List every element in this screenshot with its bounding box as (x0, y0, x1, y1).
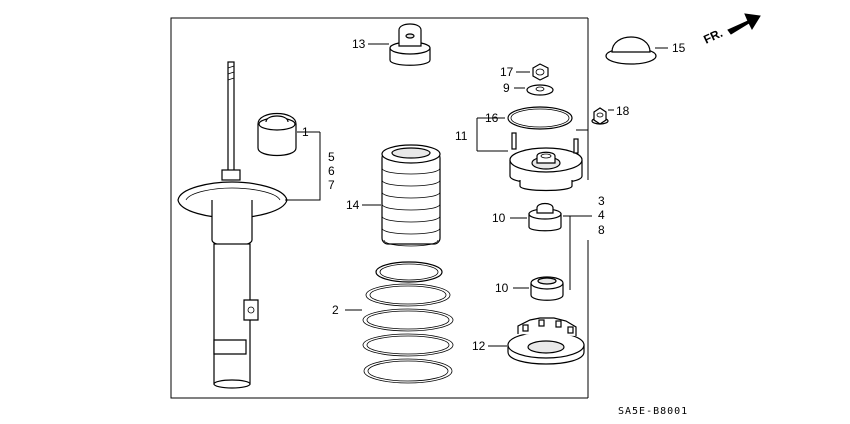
part-10-upper-bushing (528, 202, 562, 232)
leader-5-6-7-bracket (285, 132, 321, 201)
part-11-strut-mount (509, 132, 583, 192)
callout-12: 12 (472, 339, 486, 353)
part-1-bump-rubber (257, 113, 297, 157)
diagram-code: SA5E-B8001 (618, 406, 688, 417)
part-9-washer (526, 84, 554, 96)
arrow-icon (727, 13, 761, 35)
callout-15: 15 (672, 41, 686, 55)
callout-2: 2 (332, 303, 339, 317)
part-16-o-ring (507, 106, 573, 130)
front-direction-arrow: FR. (701, 13, 761, 47)
callout-10a: 10 (492, 211, 506, 225)
diagram-frame (170, 17, 588, 399)
callout-7: 7 (328, 178, 335, 192)
part-2-coil-spring (362, 261, 454, 384)
part-14-dust-boot (381, 144, 441, 247)
callout-17: 17 (500, 65, 514, 79)
callout-1: 1 (302, 125, 309, 139)
leader-3-4-8-bracket (563, 215, 571, 290)
callout-16: 16 (485, 111, 499, 125)
part-10-lower-bushing (530, 276, 564, 301)
callout-4: 4 (598, 208, 605, 222)
callout-10b: 10 (495, 281, 509, 295)
callout-5: 5 (328, 150, 335, 164)
fr-label: FR. (701, 26, 724, 47)
callout-13: 13 (352, 37, 366, 51)
callout-14: 14 (346, 198, 360, 212)
callout-6: 6 (328, 164, 335, 178)
part-15-cap (605, 36, 668, 65)
leader-18-frame (576, 122, 589, 131)
part-12-spring-seat (507, 317, 585, 365)
callout-3: 3 (598, 194, 605, 208)
callout-18: 18 (616, 104, 630, 118)
callout-8: 8 (598, 223, 605, 237)
part-strut-assembly (177, 61, 288, 389)
callout-11: 11 (455, 129, 468, 143)
part-18-flange-nut (591, 107, 609, 125)
callout-9: 9 (503, 81, 510, 95)
part-17-nut (532, 63, 549, 81)
part-13-bump-stop (389, 23, 431, 66)
